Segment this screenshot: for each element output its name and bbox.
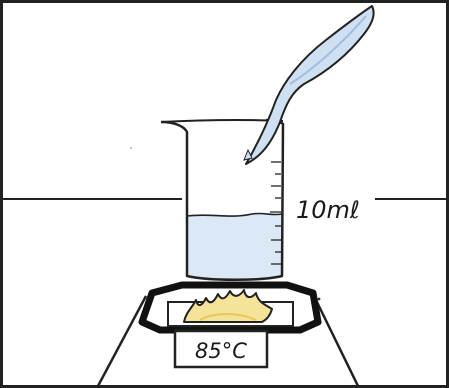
- temperature-display: 85°C: [173, 329, 269, 369]
- flame-icon: [183, 289, 273, 323]
- paper-speck: [130, 147, 132, 149]
- spatula-icon: [243, 5, 375, 165]
- ink-dot: [317, 297, 321, 301]
- temperature-label: 85°C: [195, 339, 247, 363]
- beaker-graduations: [270, 161, 281, 265]
- volume-label: 10mℓ: [296, 196, 360, 224]
- beaker-water: [187, 213, 282, 279]
